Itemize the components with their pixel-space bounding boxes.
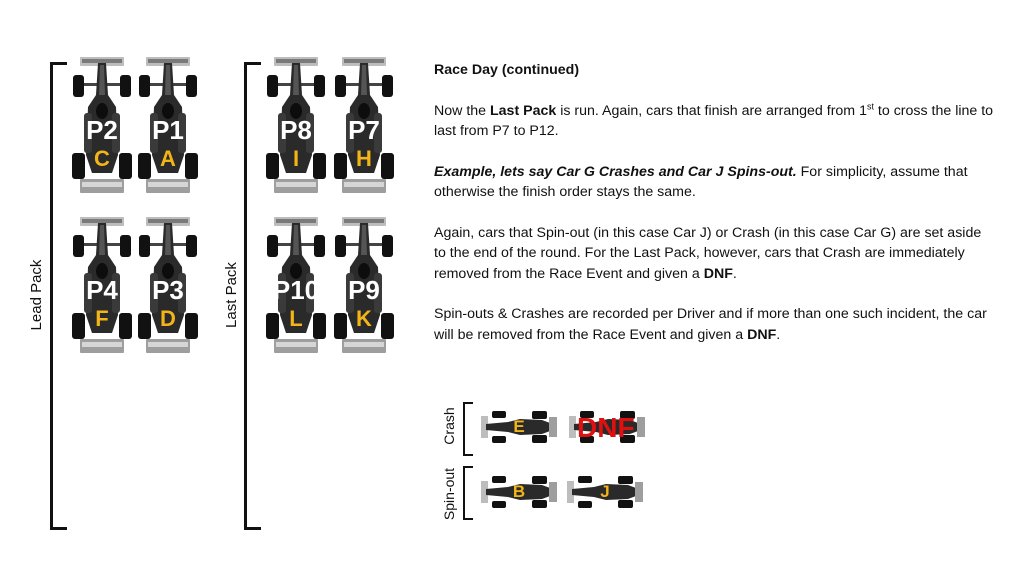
crash-label: Crash — [441, 407, 457, 445]
car-position: P2 — [86, 115, 118, 145]
text-run: to cross the line to last from P7 to P12… — [434, 102, 994, 140]
car-letter: C — [94, 146, 110, 171]
paragraph-incidents: Spin-outs & Crashes are recorded per Dri… — [434, 304, 994, 345]
text-superscript: st — [866, 100, 874, 111]
car-letter: D — [160, 306, 176, 331]
car-position: P3 — [152, 275, 184, 305]
text-bold: DNF — [747, 326, 777, 343]
spinout-car-j: J — [566, 476, 644, 508]
text-run: Now the — [434, 102, 490, 119]
car-position: P8 — [280, 115, 312, 145]
car-p8: P8 I — [266, 55, 326, 195]
text-bold: DNF — [703, 265, 733, 282]
car-letter: A — [160, 146, 176, 171]
last-pack-label: Last Pack — [223, 262, 240, 328]
car-position: P9 — [348, 275, 380, 305]
text-run: is run. Again, cars that finish are arra… — [556, 102, 867, 119]
car-position: P10 — [272, 275, 320, 305]
lead-pack-bracket — [50, 62, 67, 530]
section-title: Race Day (continued) — [434, 62, 580, 78]
dnf-label: DNF — [577, 412, 635, 443]
car-position: P7 — [348, 115, 380, 145]
crash-bracket — [463, 402, 473, 456]
last-pack-bracket — [244, 62, 261, 530]
text-bold: Last Pack — [490, 102, 557, 119]
car-letter: F — [95, 306, 109, 331]
car-p9: P9 K — [334, 215, 394, 355]
text-run: . — [776, 326, 781, 343]
car-p1: P1 A — [138, 55, 198, 195]
car-letter: K — [356, 306, 372, 331]
spinout-bracket — [463, 466, 473, 520]
car-p3: P3 D — [138, 215, 198, 355]
car-letter: B — [512, 482, 526, 501]
text-run: Again, cars that Spin-out (in this case … — [434, 224, 982, 282]
car-p2: P2 C — [72, 55, 132, 195]
paragraph-last-pack: Now the Last Pack is run. Again, cars th… — [434, 101, 994, 142]
car-letter: H — [356, 146, 372, 171]
car-letter: I — [292, 146, 300, 171]
paragraph-example: Example, lets say Car G Crashes and Car … — [434, 162, 994, 203]
text-emphasis: Example, lets say Car G Crashes and Car … — [434, 163, 797, 180]
car-letter: L — [289, 306, 303, 331]
text-run: Spin-outs & Crashes are recorded per Dri… — [434, 306, 987, 343]
crash-car-e: E — [480, 411, 558, 443]
text-panel: Race Day (continued) Now the Last Pack i… — [434, 60, 994, 365]
car-p7: P7 H — [334, 55, 394, 195]
car-p4: P4 F — [72, 215, 132, 355]
text-run: For simplicity, assume that otherwise th… — [434, 163, 968, 201]
car-position: P1 — [152, 115, 184, 145]
spinout-car-b: B — [480, 476, 558, 508]
text-run: . — [732, 265, 737, 282]
car-letter: E — [513, 417, 525, 436]
spinout-label: Spin-out — [441, 467, 457, 521]
car-position: P4 — [86, 275, 118, 305]
paragraph-crash-rules: Again, cars that Spin-out (in this case … — [434, 223, 994, 285]
car-letter: J — [600, 482, 610, 501]
lead-pack-label: Lead Pack — [28, 259, 45, 331]
car-p10: P10 L — [266, 215, 326, 355]
